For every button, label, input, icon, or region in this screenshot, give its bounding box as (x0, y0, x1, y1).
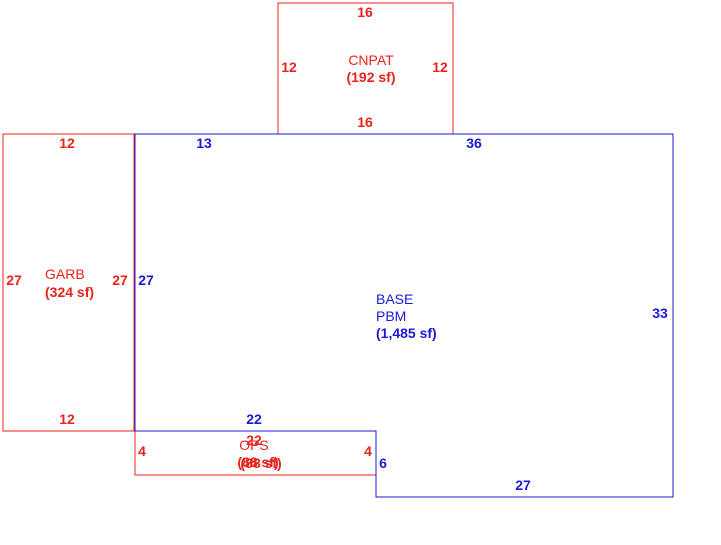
base-area: (1,485 sf) (376, 325, 437, 341)
cnpat-bottom-dim: 16 (357, 114, 373, 130)
cnpat-area: (192 sf) (346, 69, 395, 85)
ops-top-dim: 22 (246, 432, 262, 448)
garb-outline (2, 133, 135, 432)
base-right-dim: 33 (652, 305, 668, 321)
garb-bottom-dim: 12 (59, 411, 75, 427)
ops-area-overlap: (88 sf) (237, 454, 278, 470)
garb-top-dim: 12 (59, 135, 75, 151)
cnpat-code: CNPAT (348, 52, 394, 68)
ops-code: OPS (239, 437, 269, 453)
base-left-dim: 27 (138, 272, 154, 288)
base-notch-right-dim: 6 (379, 455, 387, 471)
garb-code: GARB (45, 266, 85, 282)
base-notch-top-dim: 22 (246, 411, 262, 427)
garb-area: (324 sf) (45, 284, 94, 300)
ops-area: (88 sf) (240, 455, 281, 471)
base-top-left-dim: 13 (196, 135, 212, 151)
garb-right-dim: 27 (112, 272, 128, 288)
base-code: BASE (376, 291, 413, 307)
base-outline (134, 133, 674, 498)
base-top-right-dim: 36 (466, 135, 482, 151)
base-bottom-dim: 27 (515, 477, 531, 493)
garb-left-dim: 27 (6, 272, 22, 288)
ops-left-dim: 4 (138, 443, 146, 459)
base-type: PBM (376, 308, 406, 324)
ops-right-dim: 4 (364, 443, 372, 459)
cnpat-top-dim: 16 (357, 4, 373, 20)
cnpat-left-dim: 12 (281, 59, 297, 75)
cnpat-right-dim: 12 (432, 59, 448, 75)
